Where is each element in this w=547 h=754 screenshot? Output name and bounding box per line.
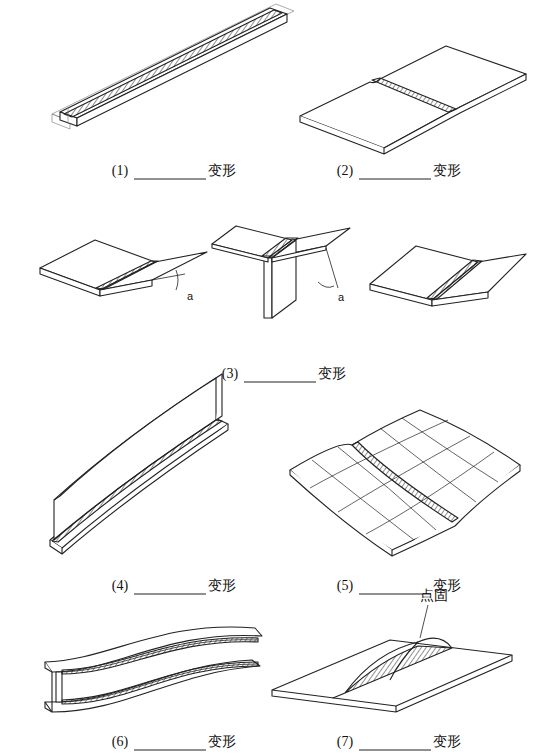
sketch-3 — [40, 226, 526, 318]
part-label: 点固 — [420, 587, 448, 605]
caption-number: (1) — [112, 162, 128, 180]
caption-text: 变形 — [208, 577, 236, 595]
caption-text: 变形 — [208, 733, 236, 751]
sketch-1 — [52, 4, 294, 129]
sketch-2 — [300, 46, 526, 154]
angle-label: a — [338, 291, 344, 303]
angle-label: a — [187, 290, 193, 302]
caption-text: 变形 — [318, 365, 346, 383]
caption-number: (7) — [337, 733, 353, 751]
caption-number: (2) — [337, 162, 353, 180]
sketch-4 — [50, 374, 228, 554]
sketch-5 — [290, 410, 520, 556]
caption-number: (5) — [337, 577, 353, 595]
caption-text: 变形 — [433, 733, 461, 751]
caption-text: 变形 — [208, 162, 236, 180]
sketch-6 — [45, 627, 262, 712]
caption-number: (3) — [222, 365, 238, 383]
caption-number: (6) — [112, 733, 128, 751]
sketch-7 — [272, 605, 512, 712]
caption-text: 变形 — [433, 162, 461, 180]
caption-number: (4) — [112, 577, 128, 595]
answer-blanks — [134, 179, 431, 750]
